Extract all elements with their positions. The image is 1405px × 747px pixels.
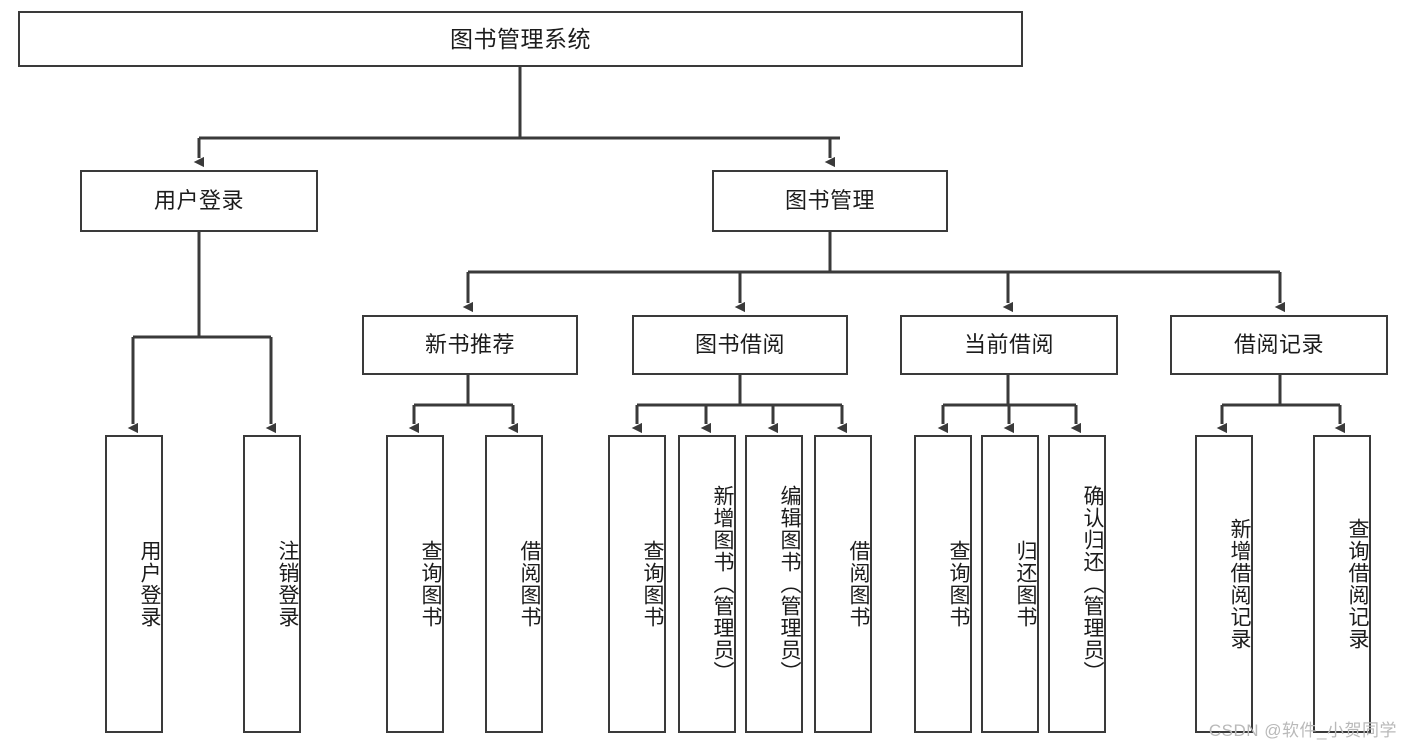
leaf-borrow-book-recommend[interactable]: 借阅图书 xyxy=(485,435,543,733)
leaf-label: 新增图书（管理员） xyxy=(711,485,734,683)
leaf-label: 注销登录 xyxy=(276,540,299,628)
leaf-query-book-borrow[interactable]: 查询图书 xyxy=(608,435,666,733)
leaf-return-book[interactable]: 归还图书 xyxy=(981,435,1039,733)
leaf-confirm-return-admin[interactable]: 确认归还（管理员） xyxy=(1048,435,1106,733)
leaf-label: 归还图书 xyxy=(1014,540,1037,628)
leaf-edit-book-admin[interactable]: 编辑图书（管理员） xyxy=(745,435,803,733)
leaf-label: 查询图书 xyxy=(419,540,442,628)
node-borrow-record[interactable]: 借阅记录 xyxy=(1170,315,1388,375)
node-book-management[interactable]: 图书管理 xyxy=(712,170,948,232)
leaf-label: 查询图书 xyxy=(947,540,970,628)
leaf-label: 查询借阅记录 xyxy=(1346,518,1369,650)
node-root-system[interactable]: 图书管理系统 xyxy=(18,11,1023,67)
leaf-add-borrow-record[interactable]: 新增借阅记录 xyxy=(1195,435,1253,733)
leaf-add-book-admin[interactable]: 新增图书（管理员） xyxy=(678,435,736,733)
node-book-borrow[interactable]: 图书借阅 xyxy=(632,315,848,375)
leaf-label: 新增借阅记录 xyxy=(1228,518,1251,650)
leaf-label: 查询图书 xyxy=(641,540,664,628)
leaf-user-logout[interactable]: 注销登录 xyxy=(243,435,301,733)
leaf-user-login[interactable]: 用户登录 xyxy=(105,435,163,733)
node-current-borrow[interactable]: 当前借阅 xyxy=(900,315,1118,375)
leaf-label: 用户登录 xyxy=(138,540,161,628)
leaf-label: 借阅图书 xyxy=(847,540,870,628)
csdn-watermark: CSDN @软件_小贺同学 xyxy=(1208,721,1397,740)
leaf-label: 编辑图书（管理员） xyxy=(778,485,801,683)
leaf-label: 确认归还（管理员） xyxy=(1081,485,1104,683)
leaf-query-book-current[interactable]: 查询图书 xyxy=(914,435,972,733)
leaf-borrow-book[interactable]: 借阅图书 xyxy=(814,435,872,733)
leaf-label: 借阅图书 xyxy=(518,540,541,628)
leaf-query-borrow-record[interactable]: 查询借阅记录 xyxy=(1313,435,1371,733)
node-new-book-recommend[interactable]: 新书推荐 xyxy=(362,315,578,375)
node-user-login[interactable]: 用户登录 xyxy=(80,170,318,232)
leaf-query-book-recommend[interactable]: 查询图书 xyxy=(386,435,444,733)
